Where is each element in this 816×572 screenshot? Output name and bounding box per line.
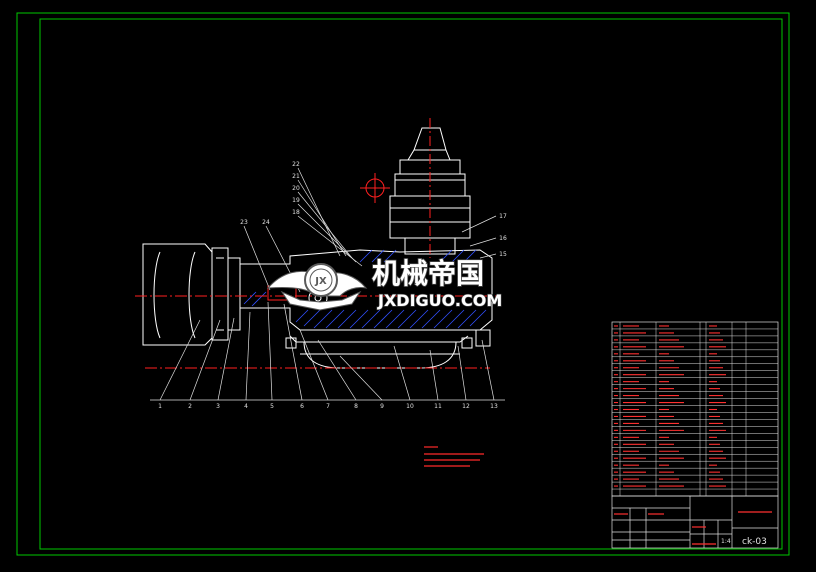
title-block — [611, 495, 779, 549]
balloon-label: 21 — [292, 173, 300, 180]
balloon-label: 4 — [244, 403, 248, 410]
balloon-label: 6 — [300, 403, 304, 410]
balloon-label: 15 — [499, 251, 507, 258]
balloon-label: 1 — [158, 403, 162, 410]
balloon-label: 18 — [292, 209, 300, 216]
balloon-label: 12 — [462, 403, 470, 410]
center-mark — [360, 173, 390, 203]
outer-frame — [16, 12, 790, 556]
balloon-label: 5 — [270, 403, 274, 410]
balloon-label: 20 — [292, 185, 300, 192]
leader-lines-right — [461, 215, 497, 259]
balloon-label: 22 — [292, 161, 300, 168]
watermark-logo-text: JX — [314, 276, 327, 287]
motor-body — [142, 243, 241, 346]
watermark-cn-text: 机械帝国 — [372, 257, 484, 290]
balloon-label: 24 — [262, 219, 270, 226]
balloon-label: 11 — [434, 403, 442, 410]
balloon-label: 2 — [188, 403, 192, 410]
balloon-label: 13 — [490, 403, 498, 410]
inner-frame — [39, 18, 783, 550]
balloon-label: 7 — [326, 403, 330, 410]
balloon-label: 17 — [499, 213, 507, 220]
spindle-tower — [389, 118, 471, 258]
title-block-drawing-number: ck-03 — [742, 537, 767, 547]
balloon-label: 10 — [406, 403, 414, 410]
jxdiguo-watermark: JX 机械帝国 JXDIGUO.COM — [266, 256, 503, 311]
balloon-labels-upper: 23 24 22 21 20 19 18 — [240, 161, 300, 226]
base-assembly — [285, 329, 491, 369]
balloon-label: 23 — [240, 219, 248, 226]
assembly-main-view — [135, 118, 505, 401]
parts-list-table — [611, 321, 779, 497]
title-block-scale: 1:4 — [721, 538, 731, 545]
balloon-label: 16 — [499, 235, 507, 242]
balloon-label: 9 — [380, 403, 384, 410]
balloon-label: 8 — [354, 403, 358, 410]
leader-lines-bottom — [150, 301, 505, 401]
watermark-en-text: JXDIGUO.COM — [377, 291, 502, 310]
balloon-label: 19 — [292, 197, 300, 204]
title-block-fill — [614, 511, 772, 545]
section-hatching — [243, 249, 487, 329]
watermark-logo: JX — [266, 263, 368, 311]
balloon-labels-right: 17 16 15 — [499, 213, 507, 258]
balloon-label: 3 — [216, 403, 220, 410]
technical-notes — [424, 446, 484, 467]
